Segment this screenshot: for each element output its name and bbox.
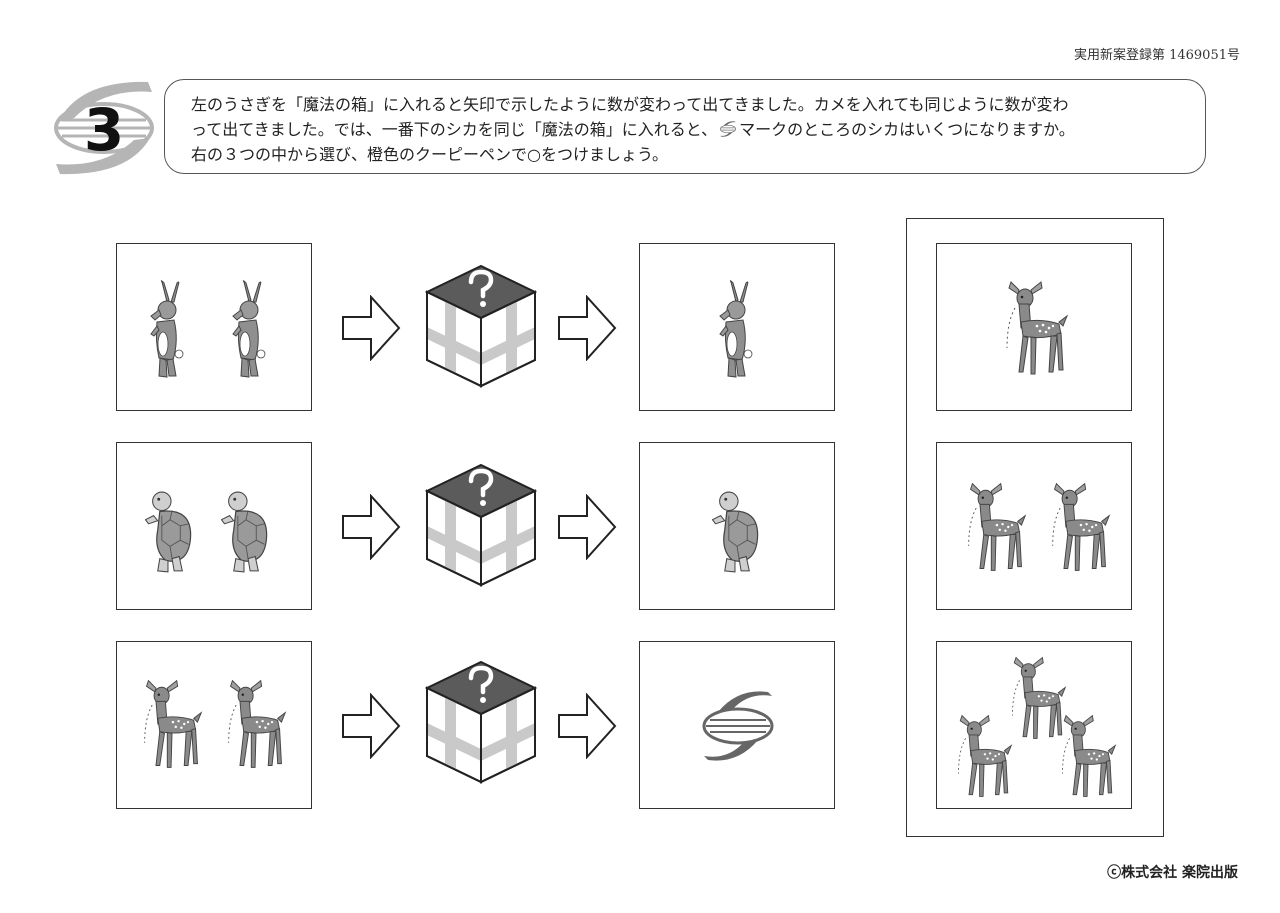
turtle-icon [145, 491, 192, 573]
deer-icon [1012, 657, 1066, 739]
turtle-icon [221, 491, 268, 573]
question-line-1: 左のうさぎを「魔法の箱」に入れると矢印で示したように数が変わって出てきました。カ… [191, 95, 1069, 114]
deer-icon [968, 483, 1026, 571]
right-arrow-icon [557, 693, 617, 759]
input-panel-deer [116, 641, 312, 809]
right-arrow-icon [341, 295, 401, 361]
problem-number-badge: 3 [54, 81, 154, 175]
magic-box-icon [425, 660, 537, 784]
rabbit-icon [150, 280, 184, 378]
input-panel-rabbits [116, 243, 312, 411]
right-arrow-icon [341, 494, 401, 560]
rabbit-icon [719, 280, 753, 378]
problem-number: 3 [84, 96, 124, 164]
turtle-icon [712, 491, 759, 573]
input-panel-turtles [116, 442, 312, 610]
magic-box-icon [425, 264, 537, 388]
question-line-2: って出てきました。では、一番下のシカを同じ「魔法の箱」に入れると、 マークのところ… [191, 117, 1181, 142]
rabbit-icon [232, 280, 266, 378]
output-panel-rabbit [639, 243, 835, 411]
choice-two-deer[interactable] [936, 442, 1132, 610]
answer-choices-frame [906, 218, 1164, 837]
deer-icon [958, 715, 1012, 797]
magic-box-icon [425, 463, 537, 587]
copyright: ⓒ株式会社 楽院出版 [1107, 865, 1238, 881]
mystery-mark-icon [54, 81, 154, 175]
choice-three-deer[interactable] [936, 641, 1132, 809]
magic-box [425, 463, 537, 587]
question-line-3: 右の３つの中から選び、橙色のクーピーペンで○をつけましょう。 [191, 145, 669, 164]
question-box: 左のうさぎを「魔法の箱」に入れると矢印で示したように数が変わって出てきました。カ… [164, 79, 1206, 174]
deer-icon [228, 680, 286, 768]
deer-icon [144, 680, 202, 768]
mystery-mark-icon [702, 689, 774, 763]
choice-one-deer[interactable] [936, 243, 1132, 411]
right-arrow-icon [341, 693, 401, 759]
deer-icon [1052, 483, 1110, 571]
question-line-2b: マークのところのシカはいくつになりますか。 [739, 120, 1075, 139]
output-panel-mystery [639, 641, 835, 809]
question-line-2a: って出てきました。では、一番下のシカを同じ「魔法の箱」に入れると、 [191, 120, 718, 139]
output-panel-turtle [639, 442, 835, 610]
magic-box [425, 660, 537, 784]
registration-number: 実用新案登録第 1469051号 [1073, 48, 1240, 63]
right-arrow-icon [557, 295, 617, 361]
magic-box [425, 264, 537, 388]
deer-icon [1006, 281, 1068, 375]
right-arrow-icon [557, 494, 617, 560]
mystery-mark-icon [720, 120, 737, 138]
deer-icon [1062, 715, 1116, 797]
